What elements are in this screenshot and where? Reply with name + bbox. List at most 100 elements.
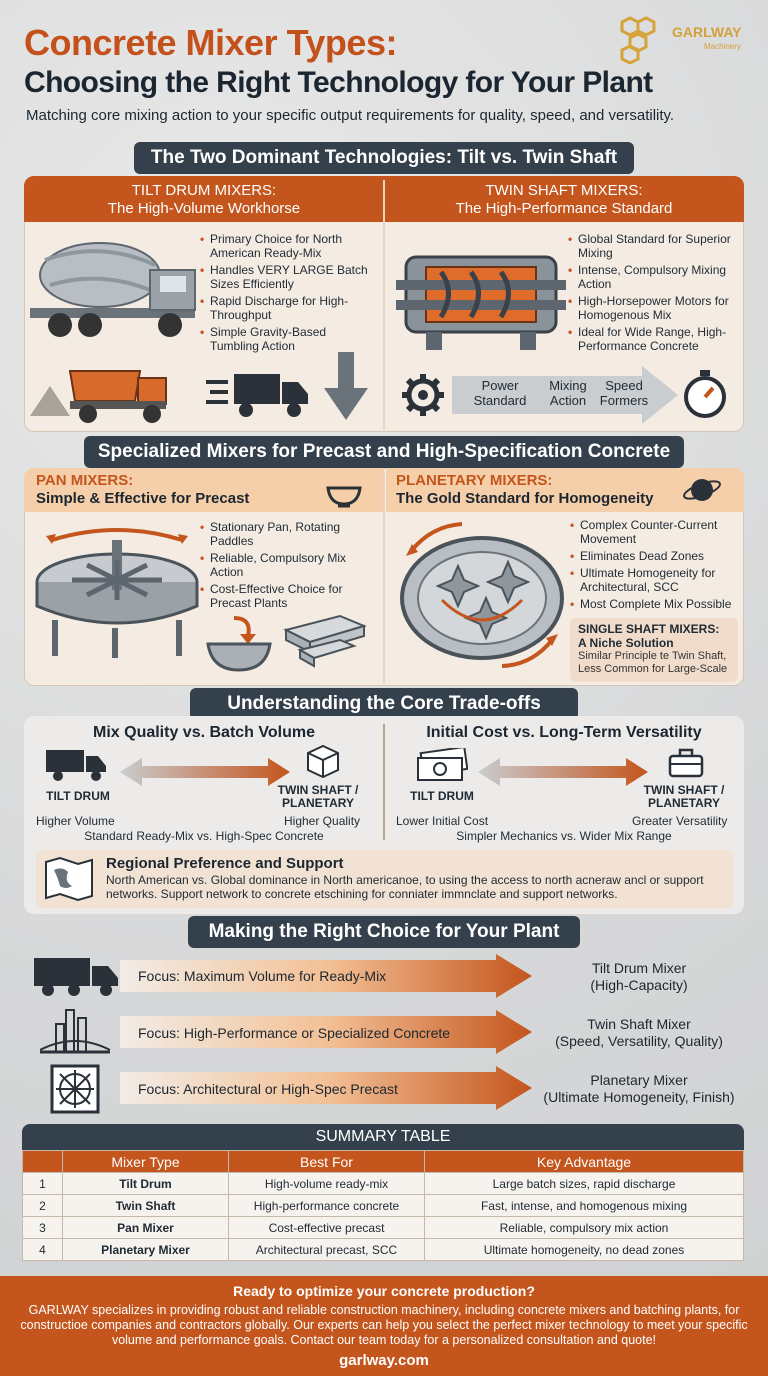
twin-title: TWIN SHAFT MIXERS:The High-Performance S… — [455, 182, 673, 217]
list-item: Reliable, Compulsory Mix Action — [200, 551, 376, 579]
table-cell: Large batch sizes, rapid discharge — [424, 1172, 744, 1195]
tradeoff-left-a-value: Higher Volume — [36, 814, 115, 828]
pan-bullets: Stationary Pan, Rotating Paddles Reliabl… — [200, 520, 376, 613]
table-cell: High-volume ready-mix — [228, 1172, 425, 1195]
tradeoff-left-b-value: Higher Quality — [284, 814, 361, 828]
flow-speed: Speed Formers — [599, 378, 649, 408]
tradeoff-right-a-value: Lower Initial Cost — [396, 814, 489, 828]
table-header: Key Advantage — [424, 1150, 744, 1173]
table-cell: 1 — [22, 1172, 63, 1195]
garlway-logo — [620, 16, 656, 64]
table-header: Best For — [228, 1150, 425, 1173]
list-item: Rapid Discharge for High-Throughput — [200, 294, 370, 322]
list-item: Handles VERY LARGE Batch Sizes Efficient… — [200, 263, 370, 291]
list-item: Complex Counter-Current Movement — [570, 518, 744, 546]
table-cell: High-performance concrete — [228, 1194, 425, 1217]
stopwatch-icon — [684, 370, 726, 418]
table-title: SUMMARY TABLE — [22, 1124, 744, 1150]
tradeoff-right-a-label: TILT DRUM — [410, 789, 474, 803]
choice-arrow-2 — [120, 1010, 532, 1054]
regional-box — [36, 850, 734, 908]
table-cell: Ultimate homogeneity, no dead zones — [424, 1238, 744, 1261]
bridge-city-icon — [40, 1009, 110, 1054]
section3-banner: Understanding the Core Trade-offs — [190, 688, 578, 720]
footer-heading: Ready to optimize your concrete producti… — [233, 1283, 535, 1299]
precast-blocks-icon — [283, 614, 367, 668]
choice-result-2: Twin Shaft Mixer(Speed, Versatility, Qua… — [555, 1016, 723, 1049]
cube-icon — [307, 744, 339, 778]
gear-icon — [402, 374, 444, 416]
table-cell: 4 — [22, 1238, 63, 1261]
tradeoff-right-caption: Simpler Mechanics vs. Wider Mix Range — [456, 829, 672, 843]
bowl-pour-icon — [206, 616, 272, 672]
tilt-title: TILT DRUM MIXERS:The High-Volume Workhor… — [107, 182, 301, 217]
tradeoff-right-b-value: Greater Versatility — [632, 814, 728, 828]
toolbox-icon — [668, 748, 704, 778]
table-row: 4 Planetary Mixer Architectural precast,… — [22, 1238, 744, 1261]
truck-icon — [46, 750, 106, 781]
table-row: 1 Tilt Drum High-volume ready-mix Large … — [22, 1172, 744, 1195]
section2-banner: Specialized Mixers for Precast and High-… — [84, 436, 684, 468]
choice-focus-2: Focus: High-Performance or Specialized C… — [138, 1025, 451, 1041]
choice-result-1: Tilt Drum Mixer(High-Capacity) — [590, 960, 688, 993]
table-header-row: Mixer Type Best For Key Advantage — [22, 1150, 744, 1173]
table-cell: 3 — [22, 1216, 63, 1239]
single-shaft-box: SINGLE SHAFT MIXERS: A Niche Solution Si… — [570, 618, 738, 682]
twin-shaft-mixer-icon — [396, 255, 566, 350]
tradeoff-left-title: Mix Quality vs. Batch Volume — [93, 724, 315, 741]
table-header — [22, 1150, 63, 1173]
list-item: Primary Choice for North American Ready-… — [200, 232, 370, 260]
footer — [0, 1276, 768, 1376]
page-title: Concrete Mixer Types: — [24, 22, 397, 63]
logo-text: GARLWAY — [672, 24, 742, 40]
table-cell: 2 — [22, 1194, 63, 1217]
tradeoff-left-a-label: TILT DRUM — [46, 789, 110, 803]
list-item: Global Standard for Superior Mixing — [568, 232, 740, 260]
list-item: Eliminates Dead Zones — [570, 549, 744, 563]
list-item: Most Complete Mix Possible — [570, 597, 744, 611]
tradeoff-left-arrow — [120, 758, 290, 786]
pan-title: PAN MIXERS:Simple & Effective for Precas… — [36, 472, 250, 507]
tradeoff-left-b-label: TWIN SHAFT / PLANETARY — [277, 783, 359, 810]
choice-arrow-3 — [120, 1066, 532, 1110]
list-item: High-Horsepower Motors for Homogenous Mi… — [568, 294, 740, 322]
fast-truck-icon — [206, 374, 308, 417]
table-cell: Pan Mixer — [62, 1216, 229, 1239]
table-cell: Architectural precast, SCC — [228, 1238, 425, 1261]
tradeoff-right-title: Initial Cost vs. Long-Term Versatility — [426, 724, 702, 741]
process-arrow — [452, 366, 678, 424]
planetary-bullets: Complex Counter-Current Movement Elimina… — [570, 518, 744, 614]
planetary-title: PLANETARY MIXERS:The Gold Standard for H… — [396, 472, 654, 507]
list-item: Intense, Compulsory Mixing Action — [568, 263, 740, 291]
money-icon — [417, 748, 468, 781]
table-row: 3 Pan Mixer Cost-effective precast Relia… — [22, 1216, 744, 1239]
planetary-header — [386, 468, 744, 512]
mixer-truck-icon — [30, 242, 196, 337]
map-icon — [45, 856, 93, 902]
flow-power: Power Standard — [473, 378, 527, 408]
footer-link[interactable]: garlway.com — [339, 1352, 429, 1369]
choice-focus-1: Focus: Maximum Volume for Ready-Mix — [138, 968, 387, 984]
facade-icon — [50, 1064, 100, 1114]
page-subtitle: Choosing the Right Technology for Your P… — [24, 66, 653, 99]
tradeoff-left-caption: Standard Ready-Mix vs. High-Spec Concret… — [84, 829, 324, 843]
bowl-icon — [326, 486, 362, 508]
table-cell: Tilt Drum — [62, 1172, 229, 1195]
logo-subtext: Machinery — [704, 42, 741, 51]
list-item: Simple Gravity-Based Tumbling Action — [200, 325, 370, 353]
choice-focus-3: Focus: Architectural or High-Spec Precas… — [138, 1081, 398, 1097]
list-item: Ideal for Wide Range, High-Performance C… — [568, 325, 740, 353]
footer-body: GARLWAY specializes in providing robust … — [20, 1303, 748, 1347]
table-cell: Twin Shaft — [62, 1194, 229, 1217]
table-cell: Reliable, compulsory mix action — [424, 1216, 744, 1239]
tradeoff-right-b-label: TWIN SHAFT / PLANETARY — [643, 783, 725, 810]
section1-banner: The Two Dominant Technologies: Tilt vs. … — [134, 142, 634, 174]
list-item: Ultimate Homogeneity for Architectural, … — [570, 566, 744, 594]
choice-result-3: Planetary Mixer(Ultimate Homogeneity, Fi… — [543, 1072, 735, 1105]
summary-table: Mixer Type Best For Key Advantage 1 Tilt… — [22, 1150, 744, 1261]
table-cell: Cost-effective precast — [228, 1216, 425, 1239]
down-arrow-icon — [324, 352, 368, 420]
planetary-mixer-icon — [400, 522, 564, 668]
regional-title: Regional Preference and Support — [106, 855, 344, 872]
pan-header — [24, 468, 384, 512]
